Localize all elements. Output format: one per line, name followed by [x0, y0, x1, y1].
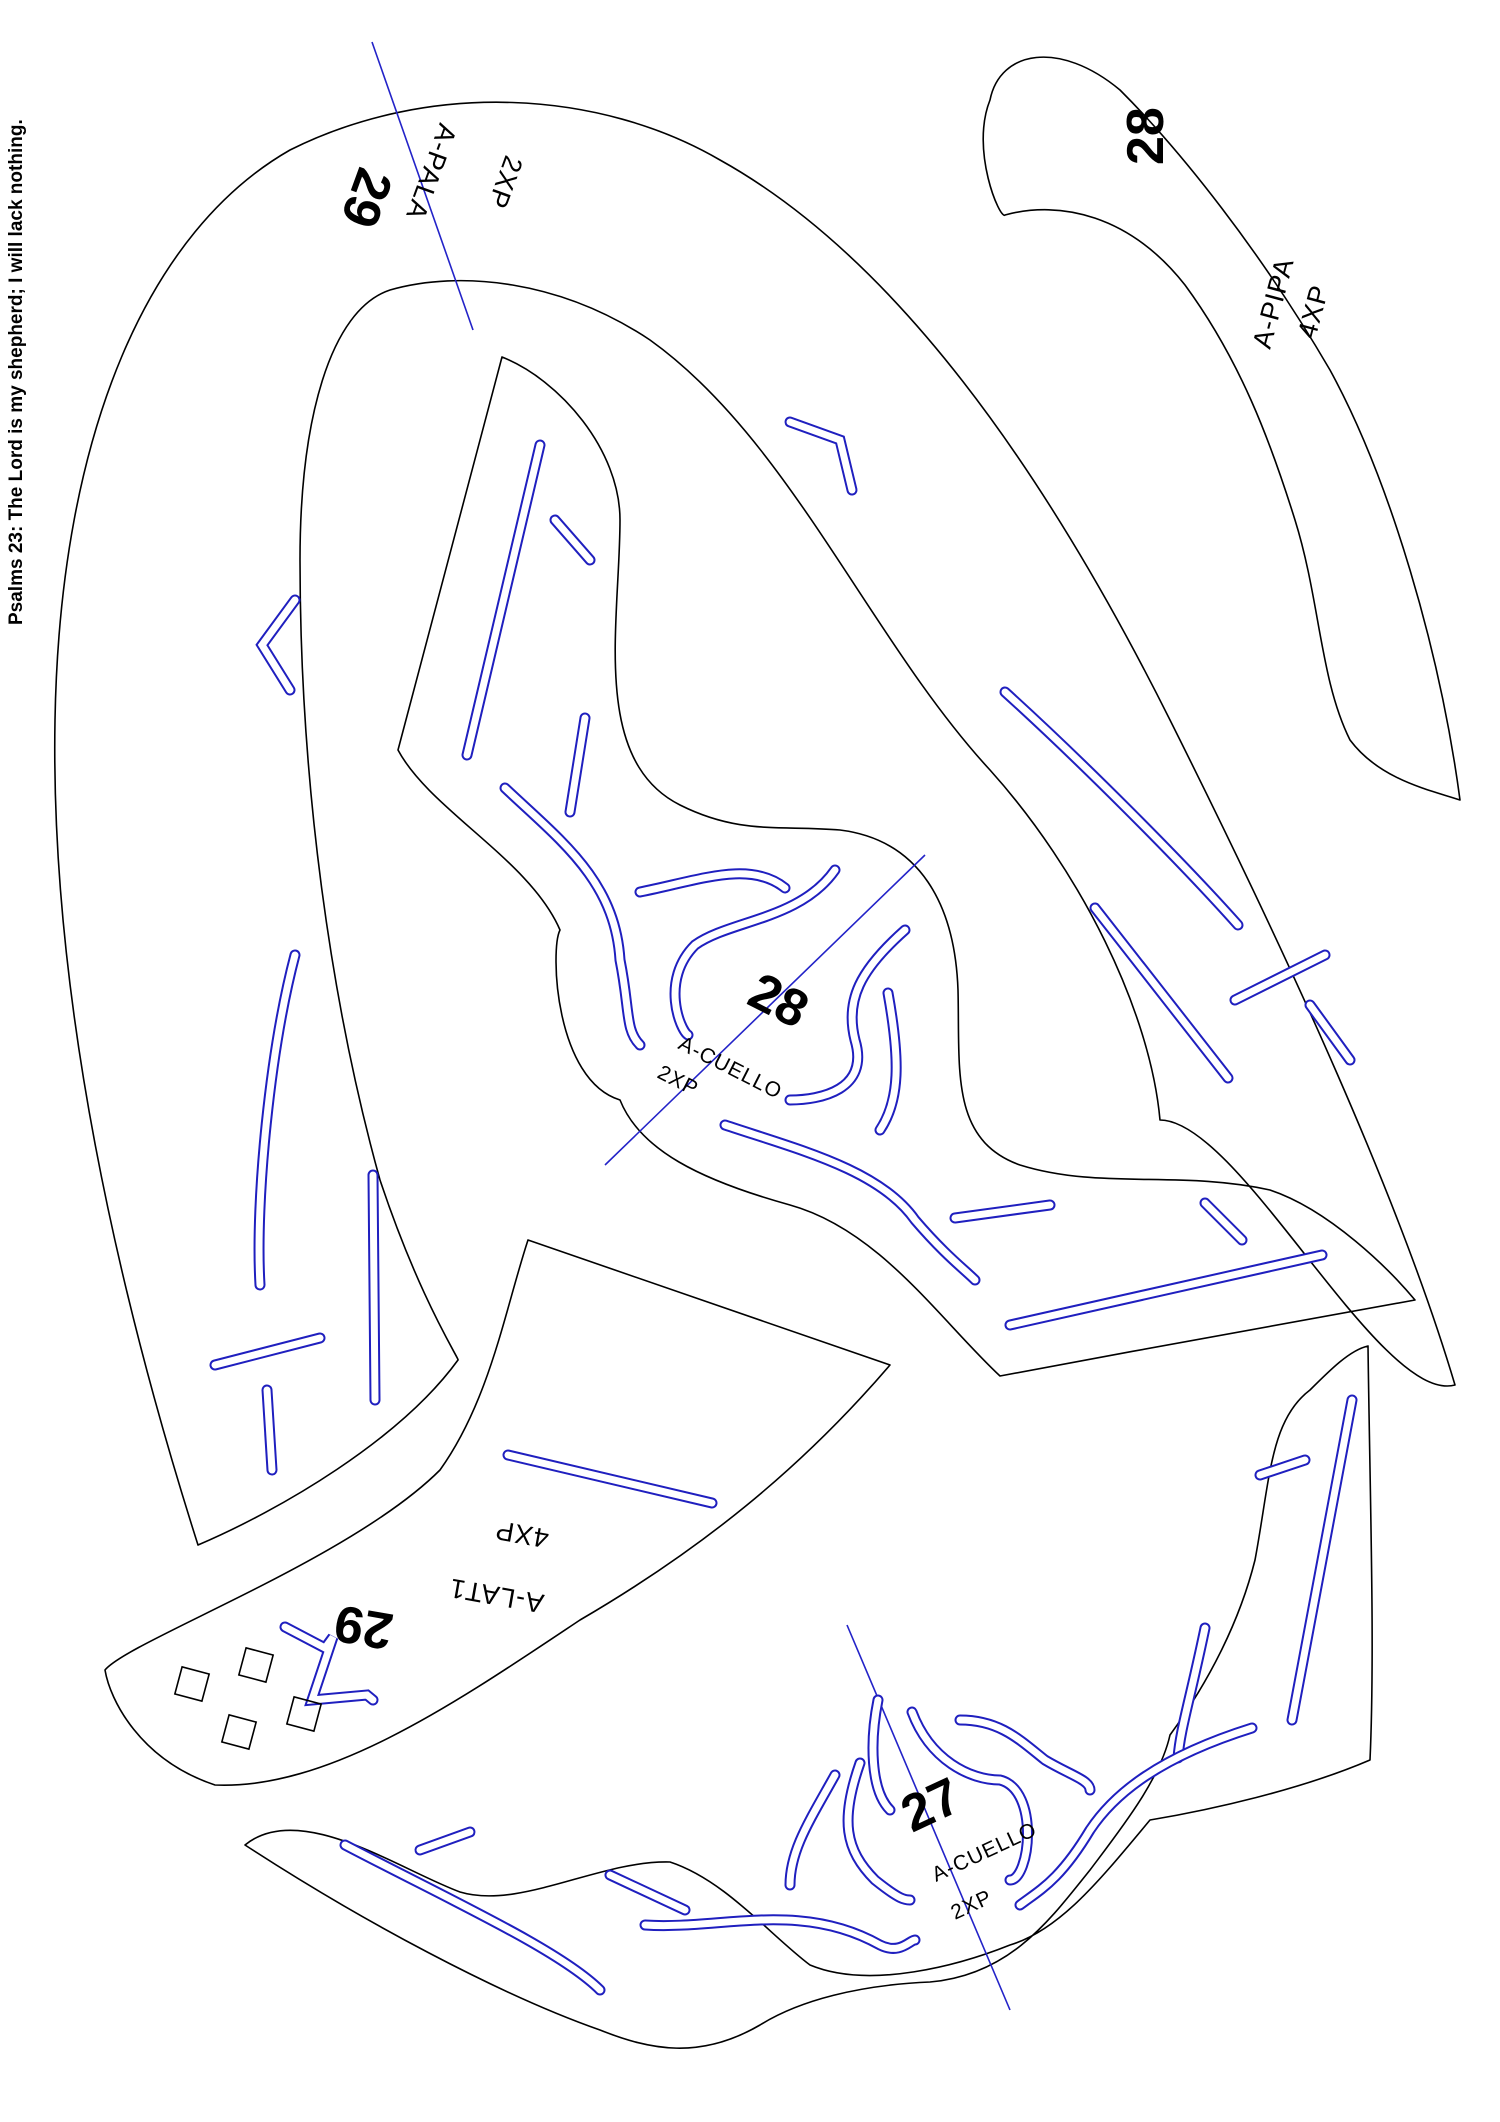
piece-a-cuello-27-grain-line: [846, 1624, 1011, 2011]
piece-a-cuello-28-number: 28: [740, 962, 818, 1040]
piece-a-lat1: 29 A-LAT1 4XP: [104, 1239, 891, 1786]
piece-a-cuello-28: 28 A-CUELLO 2XP: [397, 356, 1416, 1377]
piece-a-pipa: 28 A-PIPA 4XP: [982, 56, 1461, 801]
piece-a-pala: 29 A-PALA 2XP: [53, 41, 1456, 1546]
piece-a-pipa-outline: [982, 56, 1461, 801]
piece-a-cuello-27-slots: [339, 1394, 1358, 1996]
piece-a-cuello-28-grain-line: [604, 854, 926, 1166]
piece-a-pipa-name: A-PIPA: [1247, 254, 1300, 351]
piece-a-lat1-notch-squares: [173, 1646, 323, 1751]
piece-a-pala-number: 29: [329, 161, 403, 235]
scripture-text: Psalms 23: The Lord is my shepherd; I wi…: [6, 119, 27, 625]
piece-a-pala-slots: [209, 416, 1356, 1476]
piece-a-pipa-number: 28: [1117, 107, 1175, 165]
piece-a-pala-outline: [53, 101, 1456, 1546]
piece-a-pala-grain-line: [371, 41, 474, 331]
piece-a-pala-name: A-PALA: [400, 120, 462, 224]
piece-a-cuello-28-slots: [461, 439, 1328, 1331]
piece-a-lat1-number: 29: [330, 1593, 397, 1660]
piece-a-lat1-qty: 4XP: [493, 1515, 551, 1554]
piece-a-pala-qty: 2XP: [482, 152, 529, 213]
piece-a-lat1-slots: [279, 1449, 718, 1707]
piece-a-pipa-qty: 4XP: [1292, 282, 1335, 342]
piece-a-cuello-27-number: 27: [893, 1767, 970, 1844]
piece-a-cuello-27-outline: [244, 1345, 1373, 2049]
piece-a-lat1-outline: [104, 1239, 891, 1786]
piece-a-cuello-28-outline: [397, 356, 1416, 1377]
piece-a-lat1-name: A-LAT1: [447, 1573, 546, 1619]
